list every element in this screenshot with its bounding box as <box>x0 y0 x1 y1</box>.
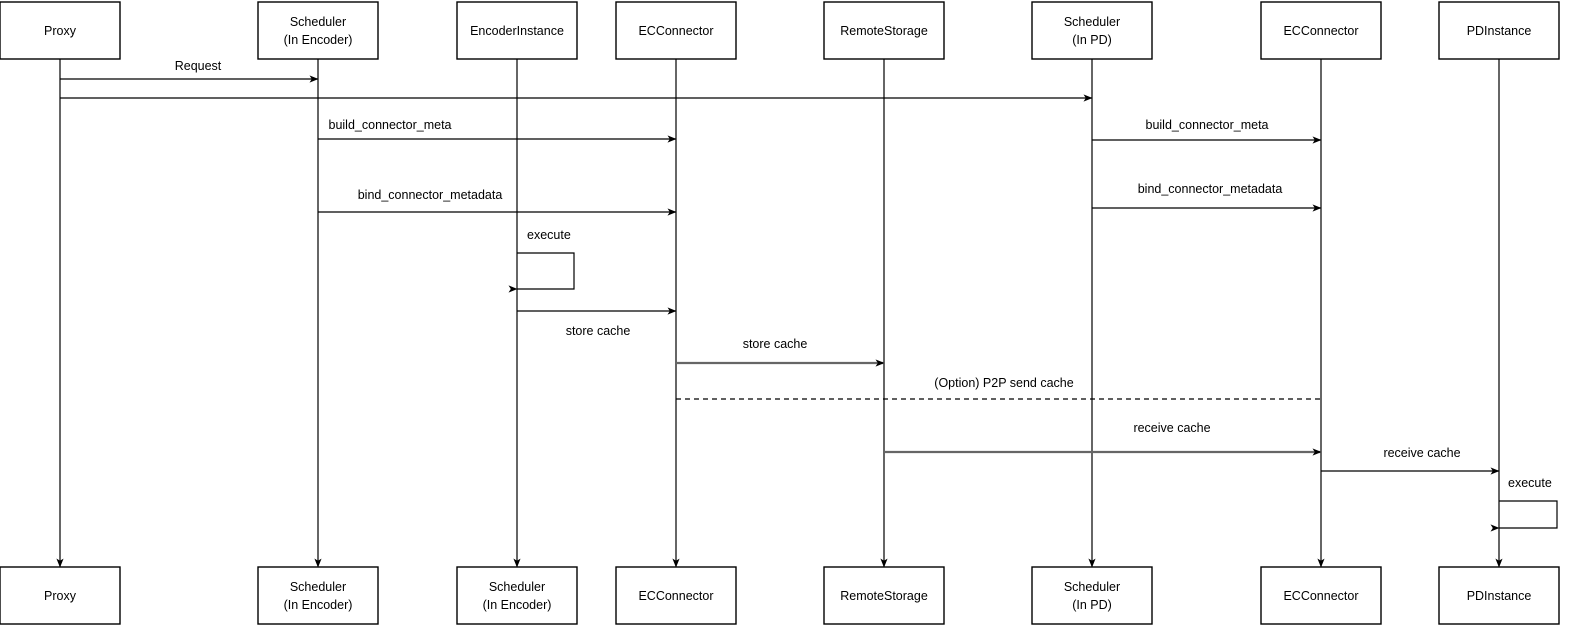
messages-layer: Request build_connector_meta build_connect… <box>60 59 1500 475</box>
message-label-m10: receive cache <box>1133 421 1210 435</box>
participant-box-top-ecconnector_l[interactable] <box>615 1 737 60</box>
participant-label-bottom-scheduler_enc-line2: (In Encoder) <box>284 598 353 612</box>
participant-label-top-scheduler_enc-line2: (In Encoder) <box>284 33 353 47</box>
participant-label-top-scheduler_pd-line2: (In PD) <box>1072 33 1112 47</box>
lifelines-layer <box>56 59 1503 568</box>
participant-box-top-scheduler_enc[interactable] <box>257 1 379 60</box>
participant-label-top-scheduler_pd-line1: Scheduler <box>1064 15 1120 29</box>
participant-label-top-encoder_inst: EncoderInstance <box>470 24 564 38</box>
participant-box-top-scheduler_pd[interactable] <box>1031 1 1153 60</box>
self-call-label-s1: execute <box>527 228 571 242</box>
participant-label-bottom-proxy: Proxy <box>44 589 77 603</box>
participant-box-top-pdinstance[interactable] <box>1438 1 1560 60</box>
message-label-m5: bind_connector_metadata <box>358 188 503 202</box>
participant-box-bottom-remote_storage[interactable] <box>823 566 945 625</box>
self-call-label-s2: execute <box>1508 476 1552 490</box>
participant-label-bottom-ecconnector_l: ECConnector <box>638 589 713 603</box>
self-calls-layer: execute execute <box>508 228 1558 532</box>
participant-box-top-encoder_inst[interactable] <box>456 1 578 60</box>
participant-label-bottom-encoder_inst-line1: Scheduler <box>489 580 545 594</box>
participant-label-top-ecconnector_r: ECConnector <box>1283 24 1358 38</box>
participant-box-top-ecconnector_r[interactable] <box>1260 1 1382 60</box>
participant-box-bottom-ecconnector_l[interactable] <box>615 566 737 625</box>
message-label-m4: build_connector_meta <box>1146 118 1269 132</box>
message-label-m9: (Option) P2P send cache <box>934 376 1073 390</box>
participant-label-top-ecconnector_l: ECConnector <box>638 24 713 38</box>
message-label-m11: receive cache <box>1383 446 1460 460</box>
participant-box-top-remote_storage[interactable] <box>823 1 945 60</box>
message-label-m8: store cache <box>743 337 808 351</box>
message-label-m7: store cache <box>566 324 631 338</box>
participant-label-bottom-scheduler_enc-line1: Scheduler <box>290 580 346 594</box>
participant-label-bottom-scheduler_pd-line2: (In PD) <box>1072 598 1112 612</box>
self-call-path-s1 <box>508 252 575 293</box>
participant-label-top-scheduler_enc-line1: Scheduler <box>290 15 346 29</box>
self-call-path-s2 <box>1490 500 1558 532</box>
participant-label-top-pdinstance: PDInstance <box>1467 24 1532 38</box>
participant-box-bottom-ecconnector_r[interactable] <box>1260 566 1382 625</box>
participant-box-bottom-encoder_inst[interactable] <box>456 566 578 625</box>
participant-label-bottom-encoder_inst-line2: (In Encoder) <box>483 598 552 612</box>
message-label-m1: Request <box>175 59 222 73</box>
participant-label-bottom-scheduler_pd-line1: Scheduler <box>1064 580 1120 594</box>
participant-box-top-proxy[interactable] <box>0 1 121 60</box>
message-label-m6: bind_connector_metadata <box>1138 182 1283 196</box>
participant-box-bottom-proxy[interactable] <box>0 566 121 625</box>
participant-label-bottom-remote_storage: RemoteStorage <box>840 589 928 603</box>
participant-box-bottom-scheduler_pd[interactable] <box>1031 566 1153 625</box>
participant-box-bottom-pdinstance[interactable] <box>1438 566 1560 625</box>
participant-label-bottom-ecconnector_r: ECConnector <box>1283 589 1358 603</box>
participant-label-bottom-pdinstance: PDInstance <box>1467 589 1532 603</box>
participant-label-top-remote_storage: RemoteStorage <box>840 24 928 38</box>
message-label-m3: build_connector_meta <box>329 118 452 132</box>
participant-box-bottom-scheduler_enc[interactable] <box>257 566 379 625</box>
participant-label-top-proxy: Proxy <box>44 24 77 38</box>
